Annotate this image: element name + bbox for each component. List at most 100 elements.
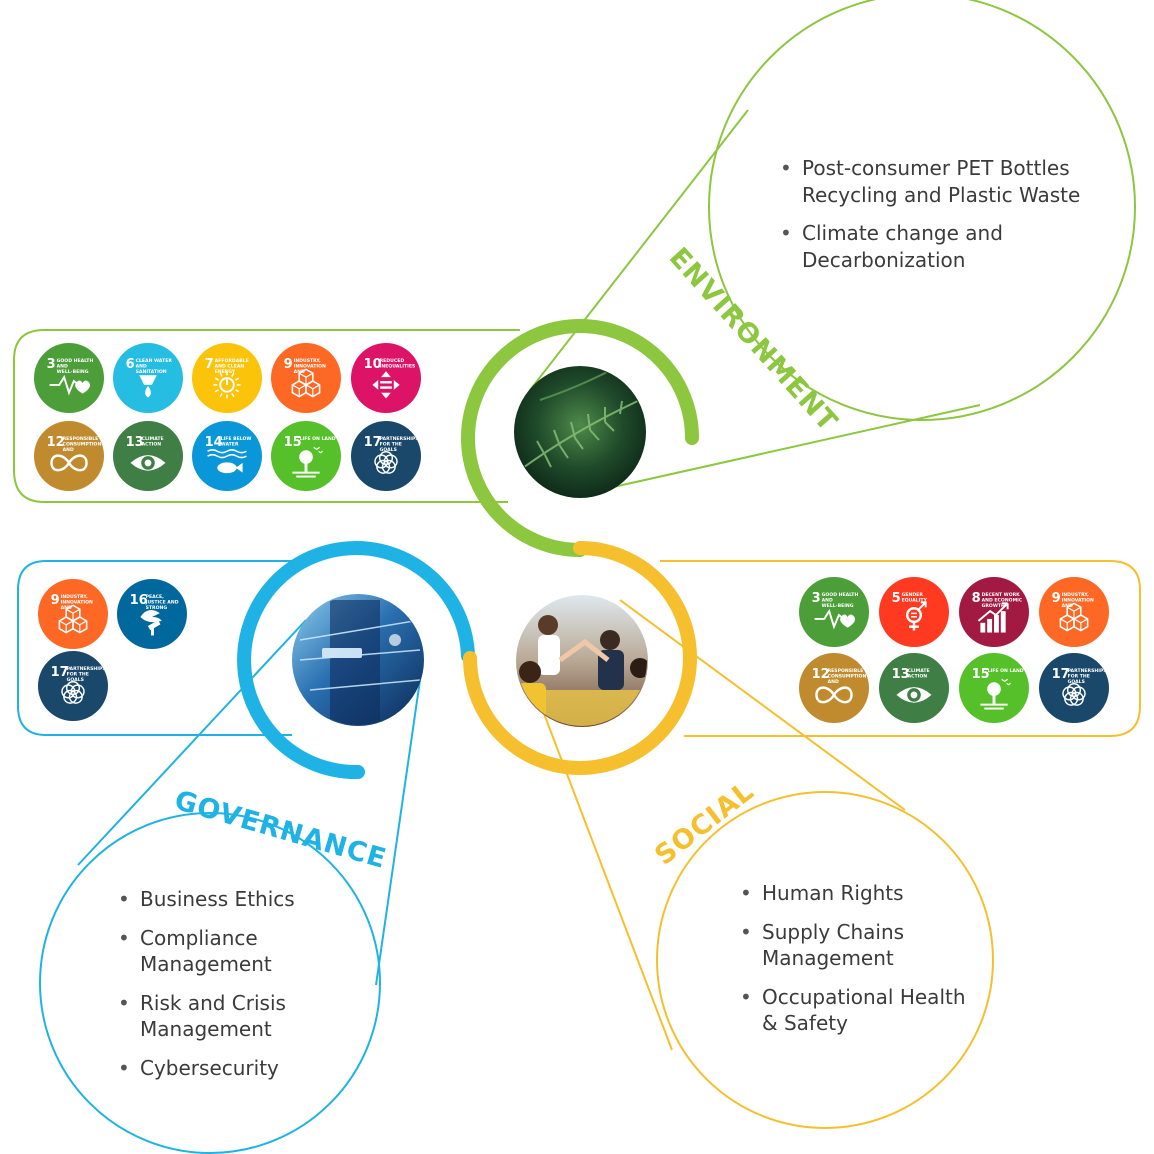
governance-topic-item: Cybersecurity: [118, 1055, 358, 1082]
sun-power-icon: [213, 371, 241, 399]
infinity-icon: [815, 686, 853, 704]
governance-topic-item: Compliance Management: [118, 925, 358, 978]
environment-arc: [461, 319, 699, 557]
sdg-label: AND: [822, 597, 833, 603]
sdg-badge: [351, 421, 421, 491]
sdg-label: PEACE,: [146, 594, 165, 600]
environment-topic-circle: [708, 0, 1136, 421]
sdg-number: 17: [1052, 667, 1070, 682]
social-topic-item: Occupational Health & Safety: [740, 984, 980, 1037]
eye-globe-icon: [130, 455, 166, 471]
sdg-badge: [799, 653, 869, 723]
sdg-label: STRONG: [146, 605, 168, 611]
sdg-badge: [351, 343, 421, 413]
sdg-number: 15: [972, 667, 990, 682]
heartbeat-icon: [49, 374, 91, 396]
sdg-number: 15: [284, 435, 302, 450]
sdg-label: INEQUALITIES: [380, 363, 416, 369]
digital-business-photo: [292, 594, 424, 726]
environment-connector-line: [529, 109, 749, 391]
tree-icon: [292, 446, 323, 478]
heartbeat-icon: [814, 608, 856, 630]
sdg-badge: [879, 577, 949, 647]
sdg-label: AND: [63, 447, 74, 453]
social-sdg-panel: [660, 560, 1141, 737]
sdg-label: SANITATION: [136, 369, 167, 375]
sdg-number: 8: [972, 591, 981, 606]
sdg-label: INNOVATION: [1062, 597, 1094, 603]
sdg-label: GOALS: [1068, 679, 1085, 685]
sdg-label: INDUSTRY,: [1062, 592, 1089, 598]
sdg-label: AND: [1062, 603, 1073, 609]
sdg-number: 17: [51, 665, 69, 680]
sdg-label: LIFE ON LAND: [988, 668, 1024, 674]
sdg-label: ACTION: [142, 441, 162, 447]
sdg-label: DECENT WORK: [982, 592, 1021, 598]
sdg-label: RESPONSIBLE: [63, 436, 99, 442]
cubes-icon: [58, 604, 88, 634]
water-drop-icon: [139, 375, 157, 398]
governance-connector-line: [375, 679, 421, 986]
sdg-number: 3: [47, 357, 56, 372]
sdg-label: AFFORDABLE: [215, 358, 249, 364]
sdg-label: INNOVATION: [61, 599, 93, 605]
sdg-label: FOR THE: [380, 441, 402, 447]
sdg-badge: [38, 651, 108, 721]
tree-icon: [980, 678, 1011, 710]
sdg-label: WATER: [221, 441, 239, 447]
sdg-number: 7: [205, 357, 214, 372]
social-arc: [463, 541, 697, 775]
governance-topic-item: Business Ethics: [118, 886, 358, 913]
sdg-number: 10: [364, 357, 382, 372]
sdg-number: 6: [126, 357, 135, 372]
fish-waves-icon: [207, 449, 247, 474]
sdg-label: WELL-BEING: [57, 369, 89, 375]
sdg-label: REDUCED: [380, 358, 405, 364]
sdg-badge: [34, 343, 104, 413]
governance-connector-line: [77, 619, 307, 866]
sdg-badge: [799, 577, 869, 647]
sdg-label: LIFE BELOW: [221, 436, 252, 442]
sdg-label: AND: [828, 679, 839, 685]
eye-globe-icon: [896, 687, 932, 703]
flower-rings-icon: [61, 681, 85, 704]
sdg-number: 12: [47, 435, 65, 450]
sdg-label: INDUSTRY,: [294, 358, 321, 364]
dove-gavel-icon: [140, 610, 162, 636]
sdg-number: 17: [364, 435, 382, 450]
social-topic-item: Supply Chains Management: [740, 919, 980, 972]
sdg-label: GOOD HEALTH: [57, 358, 94, 364]
team-high-five-photo: [516, 595, 648, 727]
sdg-label: ACTION: [908, 673, 928, 679]
sdg-number: 9: [284, 357, 293, 372]
equality-arrows-icon: [372, 371, 400, 399]
sdg-label: INDUSTRY,: [61, 594, 88, 600]
sdg-label: WELL-BEING: [822, 603, 854, 609]
sdg-label: ENERGY: [215, 369, 236, 375]
environment-topics-list: Post-consumer PET Bottles Recycling and …: [780, 155, 1100, 285]
sdg-label: FOR THE: [1068, 673, 1090, 679]
sdg-number: 3: [812, 591, 821, 606]
governance-topics-list: Business Ethics Compliance Management Ri…: [118, 886, 358, 1093]
sdg-label: PARTNERSHIPS: [380, 436, 419, 442]
environment-topic-item: Post-consumer PET Bottles Recycling and …: [780, 155, 1100, 208]
sdg-label: GOALS: [380, 447, 397, 453]
sdg-number: 13: [892, 667, 910, 682]
sdg-label: CLEAN WATER: [136, 358, 173, 364]
social-connector-line: [619, 599, 906, 811]
sdg-number: 9: [1052, 591, 1061, 606]
